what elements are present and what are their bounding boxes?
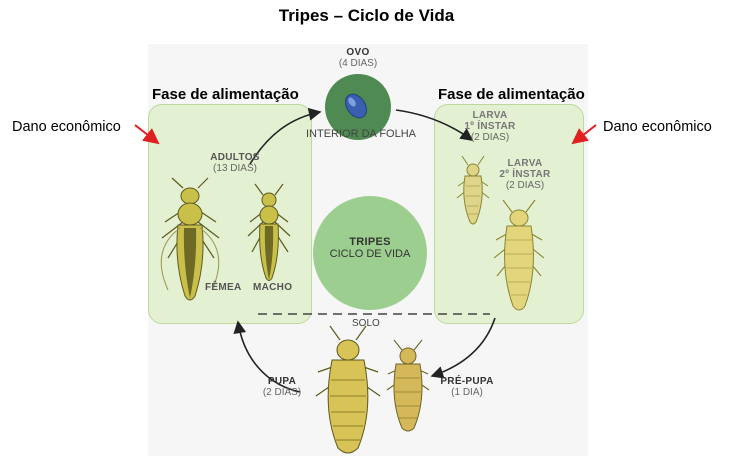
soil-label: SOLO (352, 318, 380, 329)
larva-first-instar-icon (456, 155, 490, 225)
right-damage-arrow (571, 124, 597, 145)
larva2-label-group: LARVA 2º ÍNSTAR (2 DIAS) (490, 158, 560, 191)
larva1-label-group: LARVA 1º ÍNSTAR (2 DIAS) (455, 110, 525, 143)
left-damage-label: Dano econômico (12, 119, 121, 135)
pupa-label-group: PUPA (2 DIAS) (252, 376, 312, 398)
adults-label-group: ADULTOS (13 DIAS) (195, 152, 275, 174)
center-line1: TRIPES (349, 236, 391, 248)
right-damage-label: Dano econômico (603, 119, 712, 135)
prepupa-icon (386, 339, 430, 432)
left-feeding-panel (148, 104, 312, 324)
prepupa-name: PRÉ-PUPA (440, 376, 494, 387)
right-feeding-heading: Fase de alimentação (438, 86, 585, 103)
left-feeding-heading: Fase de alimentação (152, 86, 299, 103)
larva1-instar: 1º ÍNSTAR (464, 121, 516, 132)
larva2-instar: 2º ÍNSTAR (499, 169, 551, 180)
adults-duration: (13 DIAS) (213, 163, 257, 174)
larva-second-instar-icon (493, 199, 545, 311)
prepupa-label-group: PRÉ-PUPA (1 DIA) (432, 376, 502, 398)
larva1-duration: (2 DIAS) (470, 132, 510, 143)
adult-male-icon (247, 183, 291, 281)
pupa-icon (315, 325, 381, 454)
egg-label-group: OVO (4 DIAS) (318, 47, 398, 69)
female-label: FÊMEA (205, 282, 242, 293)
diagram-title: Tripes – Ciclo de Vida (278, 6, 455, 25)
larva2-name: LARVA (507, 158, 543, 169)
egg-caption: INTERIOR DA FOLHA (306, 128, 417, 140)
adult-female-icon (160, 177, 220, 301)
adults-name: ADULTOS (210, 152, 260, 163)
prepupa-duration: (1 DIA) (451, 387, 483, 398)
pupa-duration: (2 DIAS) (262, 387, 302, 398)
center-circle (313, 196, 427, 310)
arrow-larva-to-prepupa (430, 317, 496, 379)
pupa-name: PUPA (267, 376, 297, 387)
center-label-group: TRIPES CICLO DE VIDA (320, 236, 420, 260)
arrow-adult-to-egg (249, 107, 322, 165)
larva1-name: LARVA (472, 110, 508, 121)
egg-duration: (4 DIAS) (338, 58, 378, 69)
larva2-duration: (2 DIAS) (505, 180, 545, 191)
egg-name: OVO (346, 47, 370, 58)
arrow-pupa-to-adult (233, 320, 301, 393)
center-line2: CICLO DE VIDA (329, 248, 411, 260)
left-damage-arrow (134, 124, 160, 145)
male-label: MACHO (253, 282, 293, 293)
arrow-egg-to-larva (395, 109, 474, 141)
